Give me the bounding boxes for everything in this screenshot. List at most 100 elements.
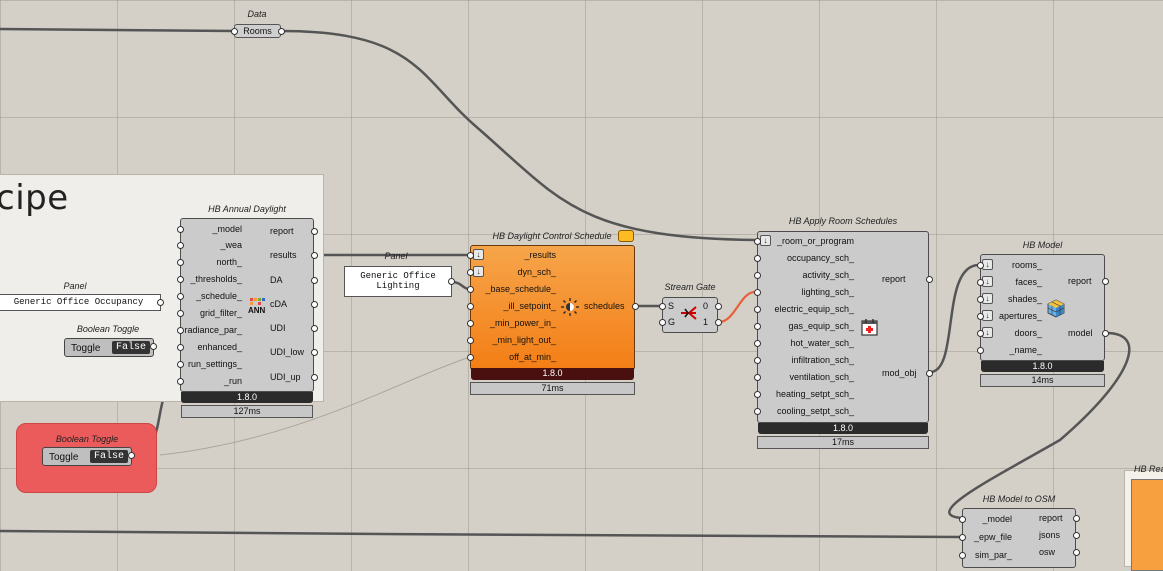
grip-in[interactable] xyxy=(959,516,966,523)
toggle-1-grip[interactable] xyxy=(150,343,157,350)
input-gas-equip-sch[interactable]: gas_equip_sch_ xyxy=(788,321,854,331)
toggle-2-grip[interactable] xyxy=(128,452,135,459)
output-udi-low[interactable]: UDI_low xyxy=(270,347,305,357)
input-thresholds[interactable]: _thresholds_ xyxy=(190,274,242,284)
hb-daylight-control-schedule[interactable] xyxy=(470,245,635,370)
grip-in[interactable] xyxy=(977,313,984,320)
input-electric-equip-sch[interactable]: electric_equip_sch_ xyxy=(774,304,854,314)
grip-in[interactable] xyxy=(177,361,184,368)
grip-out[interactable] xyxy=(926,276,933,283)
input-rooms[interactable]: rooms_ xyxy=(1011,260,1042,270)
input-infiltration-sch[interactable]: infiltration_sch_ xyxy=(791,355,854,365)
input-min-power-in[interactable]: _min_power_in_ xyxy=(489,318,556,328)
data-input-grip[interactable] xyxy=(231,28,238,35)
toggle-2-value[interactable]: False xyxy=(90,450,128,463)
grip-in[interactable] xyxy=(467,354,474,361)
grip-in[interactable] xyxy=(467,252,474,259)
input-name[interactable]: _name_ xyxy=(1009,345,1042,355)
grip-in[interactable] xyxy=(177,310,184,317)
grip-in[interactable] xyxy=(959,534,966,541)
panel-occupancy[interactable]: Generic Office Occupancy xyxy=(0,294,161,311)
output-model[interactable]: model xyxy=(1068,328,1093,338)
panel-occupancy-grip[interactable] xyxy=(157,299,164,306)
input-shades[interactable]: shades_ xyxy=(1007,294,1042,304)
grip-in[interactable] xyxy=(977,296,984,303)
grip-in[interactable] xyxy=(177,276,184,283)
input-results[interactable]: _results xyxy=(524,250,556,260)
input-off-at-min[interactable]: off_at_min_ xyxy=(509,352,556,362)
grip-out[interactable] xyxy=(311,349,318,356)
input-dyn-sch[interactable]: dyn_sch_ xyxy=(517,267,556,277)
grip-in[interactable] xyxy=(754,238,761,245)
grip-in[interactable] xyxy=(467,286,474,293)
input-occupancy-sch[interactable]: occupancy_sch_ xyxy=(786,253,854,263)
grip-out[interactable] xyxy=(1102,278,1109,285)
output-osw[interactable]: osw xyxy=(1039,547,1056,557)
grip-in[interactable] xyxy=(177,226,184,233)
input-cooling-setpt-sch[interactable]: cooling_setpt_sch_ xyxy=(776,406,854,416)
output-report[interactable]: report xyxy=(882,274,906,284)
input-north[interactable]: north_ xyxy=(216,257,242,267)
input-wea[interactable]: _wea xyxy=(220,240,242,250)
grip-out[interactable] xyxy=(311,325,318,332)
grip-out[interactable] xyxy=(715,319,722,326)
boolean-toggle-2[interactable]: Toggle False xyxy=(42,447,132,466)
grip-out[interactable] xyxy=(311,374,318,381)
grip-in[interactable] xyxy=(467,337,474,344)
output-report[interactable]: report xyxy=(270,226,294,236)
panel-lighting[interactable]: Generic Office Lighting xyxy=(344,266,452,297)
panel-lighting-grip[interactable] xyxy=(448,278,455,285)
grip-in[interactable] xyxy=(659,303,666,310)
input-run-settings[interactable]: run_settings_ xyxy=(187,359,242,369)
grip-in[interactable] xyxy=(467,269,474,276)
grip-in[interactable] xyxy=(467,303,474,310)
hb-read-component[interactable] xyxy=(1131,479,1163,571)
grip-in[interactable] xyxy=(177,344,184,351)
input-heating-setpt-sch[interactable]: heating_setpt_sch_ xyxy=(775,389,854,399)
grip-in[interactable] xyxy=(754,323,761,330)
grip-in[interactable] xyxy=(659,319,666,326)
input-grid-filter[interactable]: grid_filter_ xyxy=(199,308,242,318)
grip-in[interactable] xyxy=(977,347,984,354)
grip-out[interactable] xyxy=(1073,515,1080,522)
grip-out[interactable] xyxy=(311,301,318,308)
input-ventilation-sch[interactable]: ventilation_sch_ xyxy=(789,372,854,382)
output-udi-up[interactable]: UDI_up xyxy=(270,372,301,382)
input-doors[interactable]: doors_ xyxy=(1014,328,1042,338)
output-1[interactable]: 1 xyxy=(703,317,709,327)
input-activity-sch[interactable]: activity_sch_ xyxy=(802,270,854,280)
toggle-1-button[interactable]: Toggle xyxy=(71,343,101,354)
input-faces[interactable]: faces_ xyxy=(1015,277,1042,287)
grip-out[interactable] xyxy=(311,252,318,259)
input-radiance-par[interactable]: radiance_par_ xyxy=(184,325,242,335)
hb-apply-room-schedules[interactable] xyxy=(757,231,929,423)
input-run[interactable]: _run xyxy=(223,376,242,386)
grip-out[interactable] xyxy=(715,303,722,310)
grip-in[interactable] xyxy=(177,259,184,266)
output-results[interactable]: results xyxy=(270,250,297,260)
input-hot-water-sch[interactable]: hot_water_sch_ xyxy=(790,338,854,348)
input-sim-par[interactable]: sim_par_ xyxy=(974,550,1012,560)
input-g[interactable]: G xyxy=(668,317,676,327)
output-report[interactable]: report xyxy=(1039,513,1063,523)
grip-out[interactable] xyxy=(311,277,318,284)
grip-in[interactable] xyxy=(754,374,761,381)
output-schedules[interactable]: schedules xyxy=(584,301,625,311)
grip-in[interactable] xyxy=(977,279,984,286)
grip-in[interactable] xyxy=(177,327,184,334)
output-0[interactable]: 0 xyxy=(703,301,709,311)
input-room-or-program[interactable]: _room_or_program xyxy=(776,236,854,246)
grip-in[interactable] xyxy=(754,357,761,364)
input-s[interactable]: S xyxy=(668,301,675,311)
data-rooms-param[interactable]: Rooms xyxy=(234,24,281,38)
input-min-light-out[interactable]: _min_light_out_ xyxy=(492,335,556,345)
grip-out[interactable] xyxy=(311,228,318,235)
grip-in[interactable] xyxy=(754,391,761,398)
grip-in[interactable] xyxy=(177,293,184,300)
toggle-1-value[interactable]: False xyxy=(112,341,150,354)
grip-in[interactable] xyxy=(177,242,184,249)
output-udi[interactable]: UDI xyxy=(270,323,286,333)
grip-in[interactable] xyxy=(754,408,761,415)
hb-model[interactable] xyxy=(980,254,1105,361)
grip-in[interactable] xyxy=(467,320,474,327)
